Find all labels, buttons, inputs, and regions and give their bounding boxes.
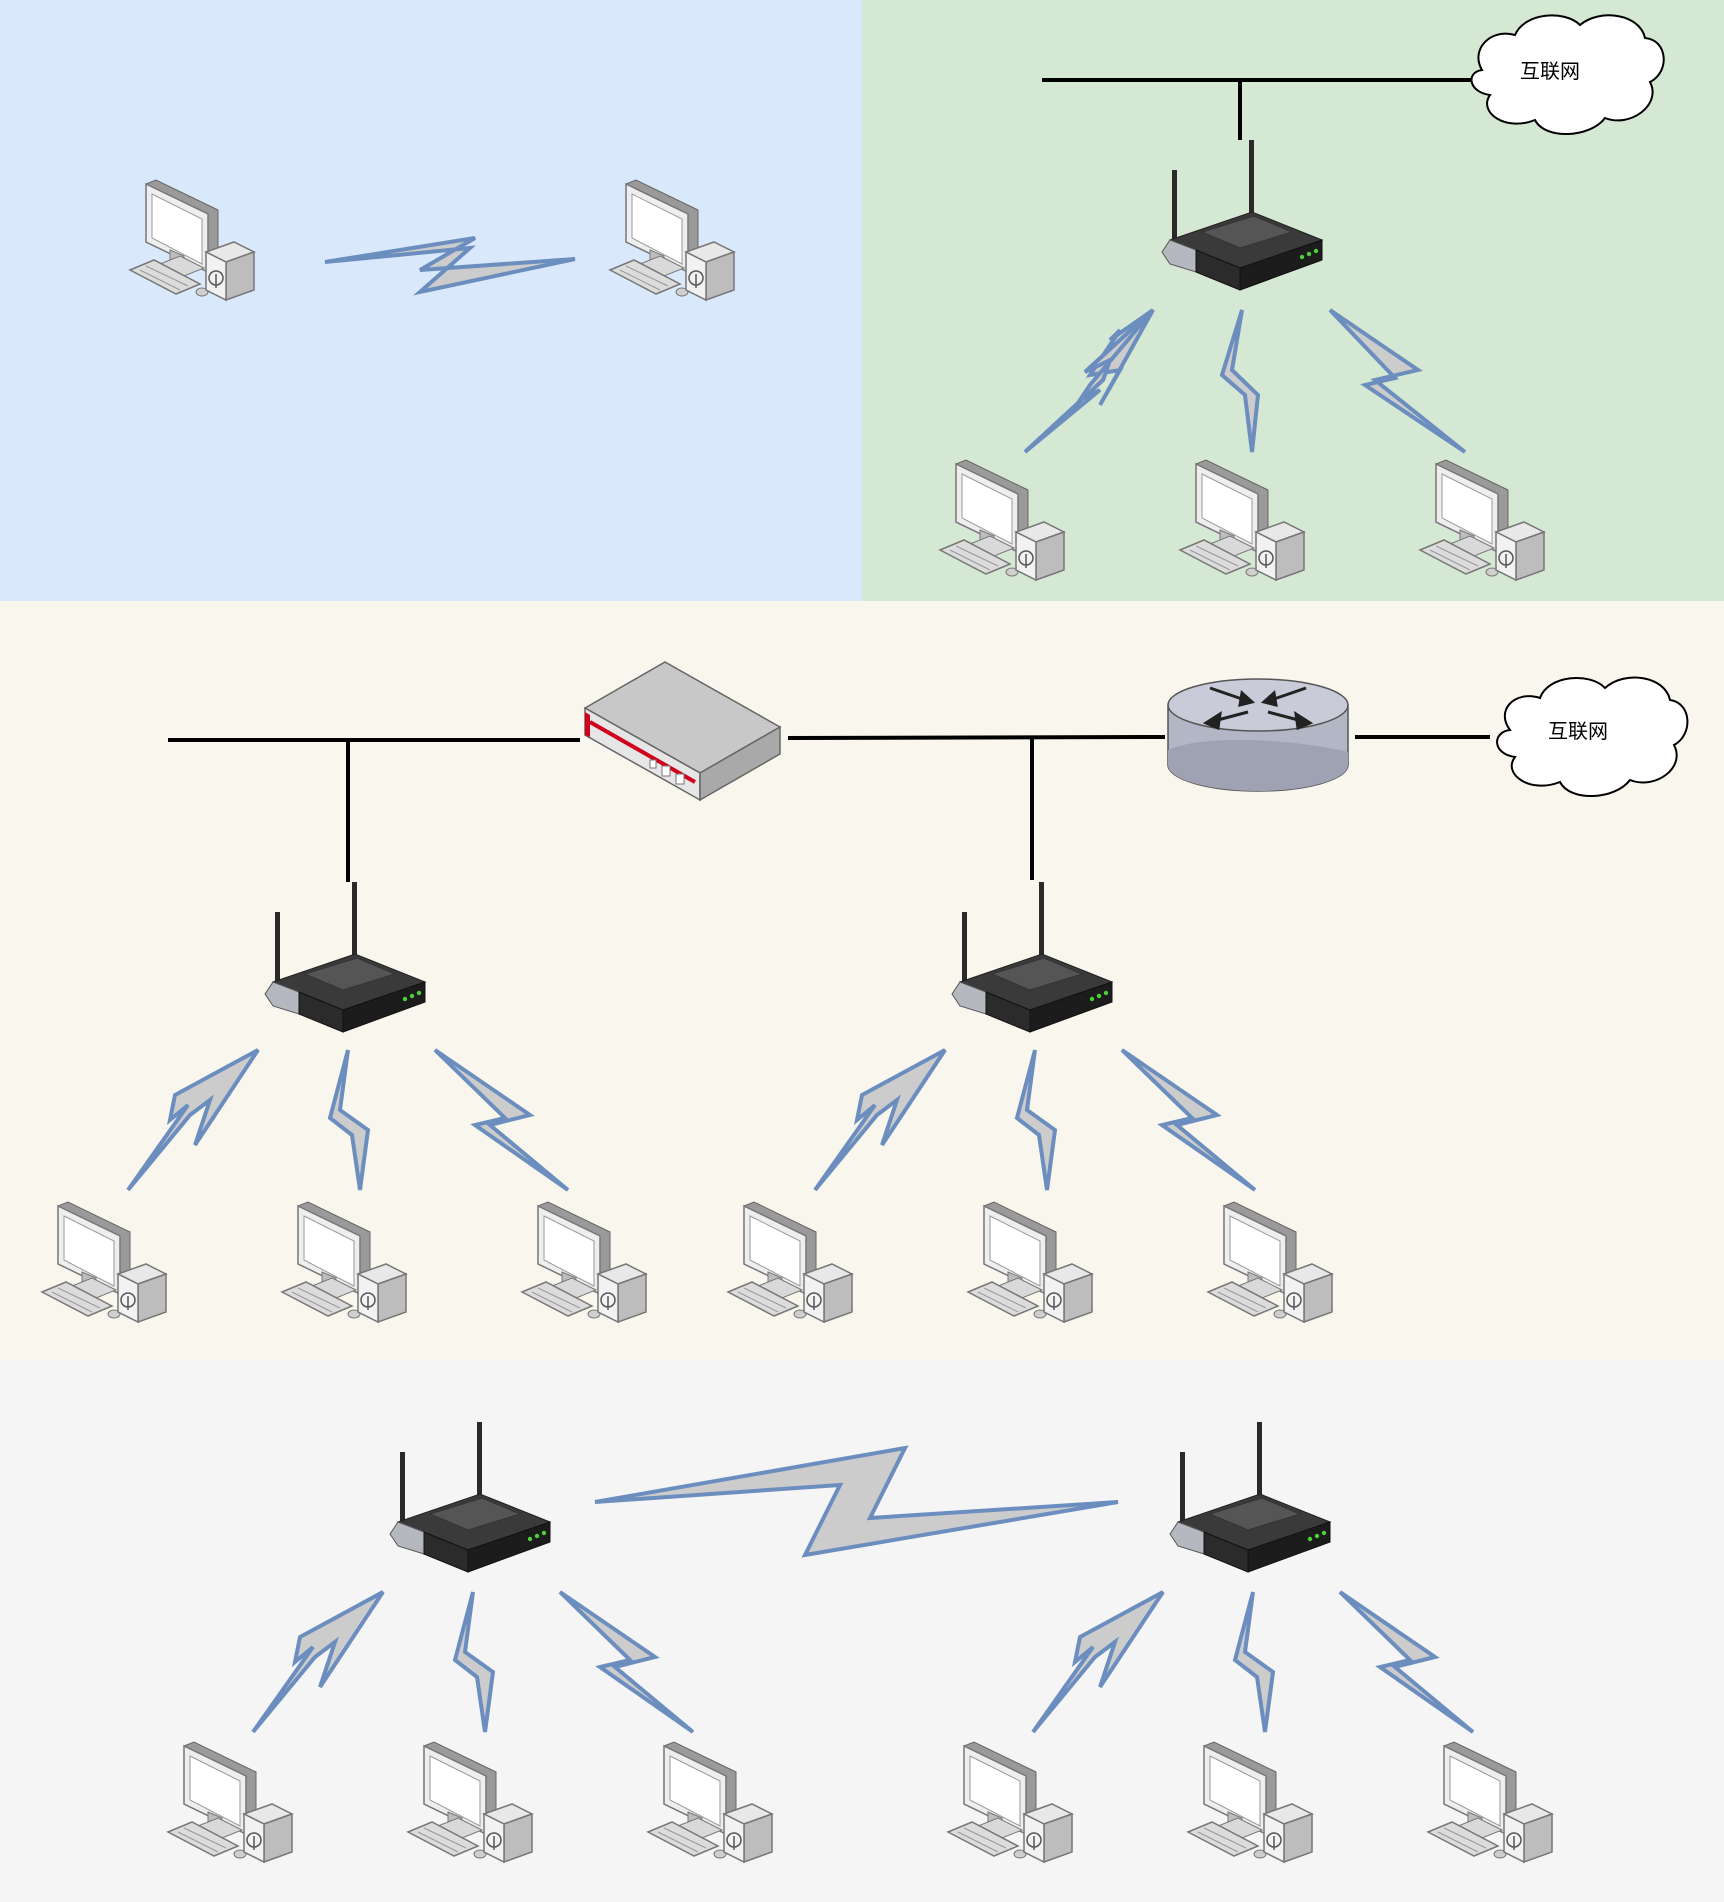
workstation-icon [1179, 459, 1305, 581]
cloud-icon [1496, 676, 1689, 797]
wireless-link-icon [1031, 1590, 1165, 1734]
cloud-label: 互联网 [1520, 59, 1580, 83]
wireless-link-icon [452, 1591, 496, 1733]
cloud-icon [1470, 14, 1665, 135]
wireless-router-icon [1161, 139, 1323, 291]
wireless-link-icon [1219, 309, 1261, 453]
workstation-icon [129, 179, 255, 301]
wireless-link-icon [126, 1048, 260, 1192]
workstation-icon [647, 1741, 773, 1863]
workstation-icon [281, 1201, 407, 1323]
workstation-icon [947, 1741, 1073, 1863]
workstation-icon [939, 459, 1065, 581]
wireless-link-icon [251, 1590, 385, 1734]
wireless-link-icon [1328, 308, 1467, 454]
wireless-link-icon [324, 236, 576, 296]
workstation-icon [1427, 1741, 1553, 1863]
panel-adhoc [0, 0, 862, 601]
firewall-icon [583, 661, 782, 802]
wireless-router-icon [389, 1421, 551, 1573]
wireless-link-icon [1120, 1048, 1257, 1192]
wireless-link-icon [558, 1590, 695, 1734]
wireless-link-icon [433, 1048, 570, 1192]
wireless-link-icon [1023, 308, 1155, 454]
wireless-link-icon [1014, 1049, 1058, 1191]
workstation-icon [521, 1201, 647, 1323]
wireless-link-icon [594, 1445, 1119, 1558]
workstation-icon [727, 1201, 853, 1323]
wireless-link-icon [1338, 1590, 1475, 1734]
wireless-router-icon [951, 881, 1113, 1033]
wireless-router-icon [1169, 1421, 1331, 1573]
workstation-icon [967, 1201, 1093, 1323]
workstation-icon [609, 179, 735, 301]
workstation-icon [407, 1741, 533, 1863]
workstation-icon [1187, 1741, 1313, 1863]
wireless-link-icon [813, 1048, 947, 1192]
wireless-router-icon [264, 881, 426, 1033]
workstation-icon [167, 1741, 293, 1863]
cloud-label: 互联网 [1548, 719, 1608, 743]
workstation-icon [1207, 1201, 1333, 1323]
workstation-icon [41, 1201, 167, 1323]
router-icon [1167, 678, 1349, 792]
workstation-icon [1419, 459, 1545, 581]
backbone-line [787, 735, 1166, 740]
wireless-link-icon [1232, 1591, 1276, 1733]
wireless-link-icon [327, 1049, 371, 1191]
